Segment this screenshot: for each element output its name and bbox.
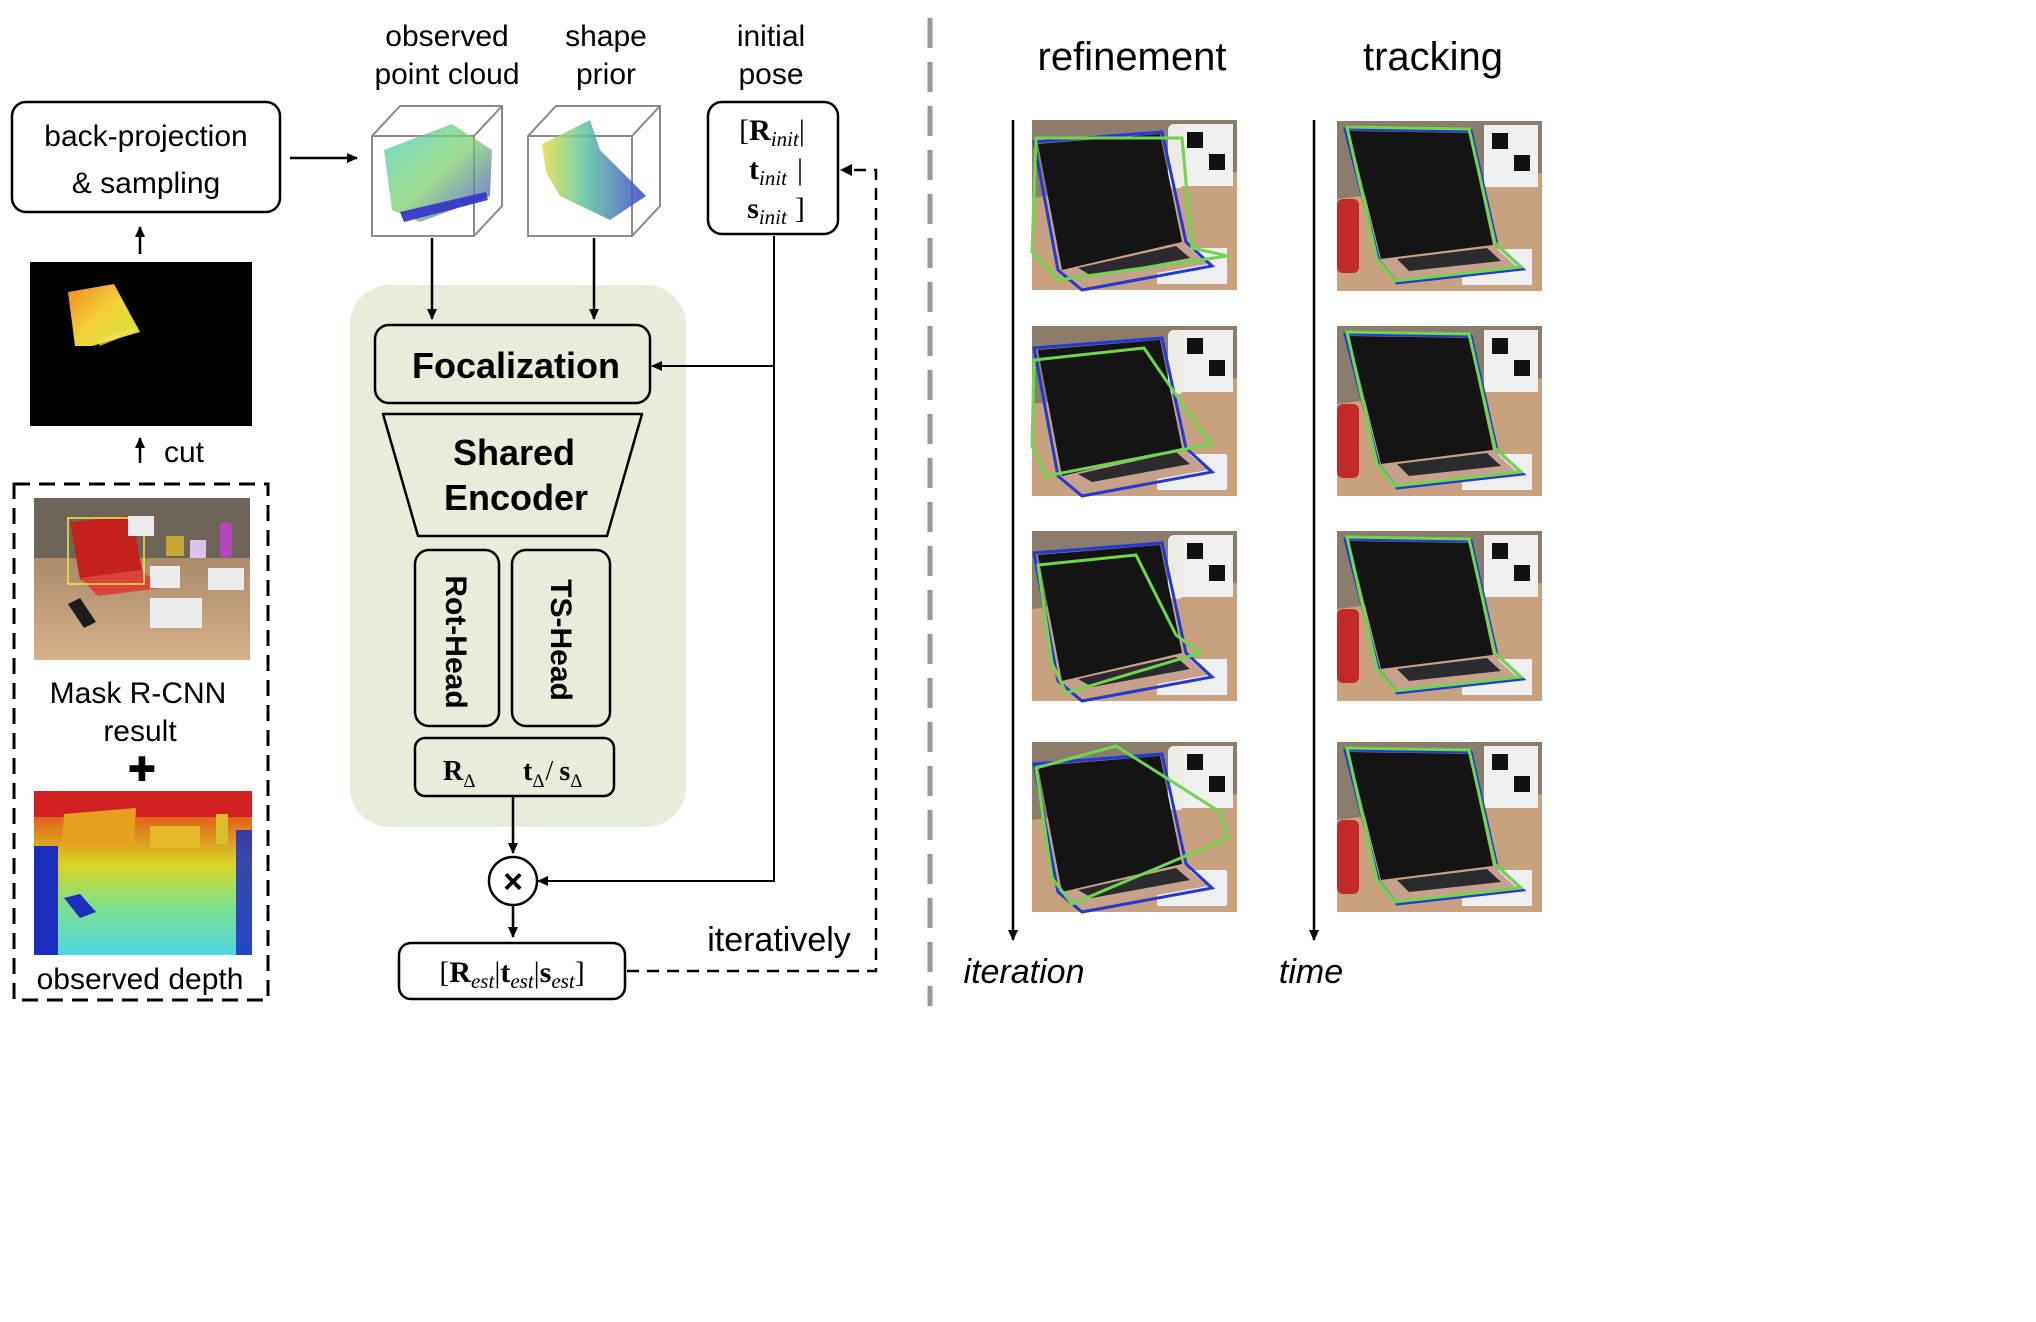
observed-depth-image (34, 791, 252, 955)
tracking-title: tracking (1363, 35, 1503, 79)
backprojection-box: back-projection & sampling (10, 100, 282, 214)
focalization-label: Focalization (412, 345, 620, 386)
plus-icon: ✚ (128, 751, 157, 789)
shared-encoder-block: Shared Encoder (381, 412, 644, 538)
refinement-title: refinement (1038, 35, 1227, 79)
estimate-box: [Rest|test|sest] (397, 941, 627, 1001)
ts-head-box: TS-Head (510, 548, 612, 728)
input-dashed-frame (12, 482, 270, 1002)
iterative-feedback-arrow (627, 168, 878, 973)
estimate-label: [Rest|test|sest] (439, 956, 584, 993)
cut-label: cut (164, 436, 205, 469)
observed-label-1: observed (385, 20, 508, 53)
shape-prior-cube (527, 105, 661, 237)
init-pose-row-r: [Rinit| (739, 114, 805, 151)
focalization-box: Focalization (373, 323, 652, 405)
iteratively-label: iteratively (707, 921, 851, 959)
backprojection-label-2: & sampling (72, 167, 220, 200)
refinement-frame-2 (1030, 326, 1237, 498)
rot-head-label: Rot-Head (439, 575, 472, 708)
encoder-label-2: Encoder (444, 477, 588, 518)
mask-rcnn-label-1: Mask R-CNN (50, 677, 227, 710)
observed-point-cloud-cube (371, 105, 503, 237)
shape-prior-label-2: prior (576, 58, 636, 91)
init-pose-row-t: tinit| (749, 153, 803, 190)
cut-depth-mask-image (30, 262, 252, 426)
encoder-label-1: Shared (453, 432, 575, 473)
initial-pose-box: [Rinit| tinit| sinit] (706, 100, 840, 236)
observed-depth-label: observed depth (37, 963, 244, 996)
refinement-frame-1 (1030, 120, 1237, 292)
initial-pose-label-1: initial (737, 20, 805, 53)
rot-head-box: Rot-Head (413, 548, 501, 728)
tracking-frame-2 (1337, 326, 1542, 496)
ts-head-label: TS-Head (544, 579, 577, 701)
backprojection-label-1: back-projection (44, 120, 247, 153)
observed-label-2: point cloud (374, 58, 519, 91)
mask-rcnn-label-2: result (103, 715, 177, 748)
delta-ts-label: tΔ/sΔ (523, 756, 582, 792)
init-pose-row-s: sinit] (747, 192, 805, 229)
iteration-axis-label: iteration (964, 953, 1085, 991)
arrow-init-to-multiply (537, 366, 775, 886)
initial-pose-label-2: pose (738, 58, 803, 91)
svg-text:×: × (503, 863, 523, 901)
time-axis-label: time (1279, 953, 1343, 991)
multiply-icon: × (487, 855, 539, 907)
mask-rcnn-result-image (34, 498, 250, 660)
result-frames (1030, 120, 1542, 914)
shape-prior-label-1: shape (565, 20, 647, 53)
pipeline-diagram: back-projection & sampling cut Mask R-CN… (10, 18, 1542, 1006)
delta-output-box: RΔ tΔ/sΔ (413, 736, 616, 798)
refinement-frame-3 (1032, 531, 1237, 703)
refinement-frame-4 (1032, 742, 1237, 914)
iterative-feedback-arrowhead (840, 164, 852, 176)
delta-r-label: RΔ (443, 756, 475, 792)
tracking-frame-1 (1337, 121, 1542, 291)
tracking-frame-3 (1337, 531, 1542, 701)
tracking-frame-4 (1337, 742, 1542, 912)
